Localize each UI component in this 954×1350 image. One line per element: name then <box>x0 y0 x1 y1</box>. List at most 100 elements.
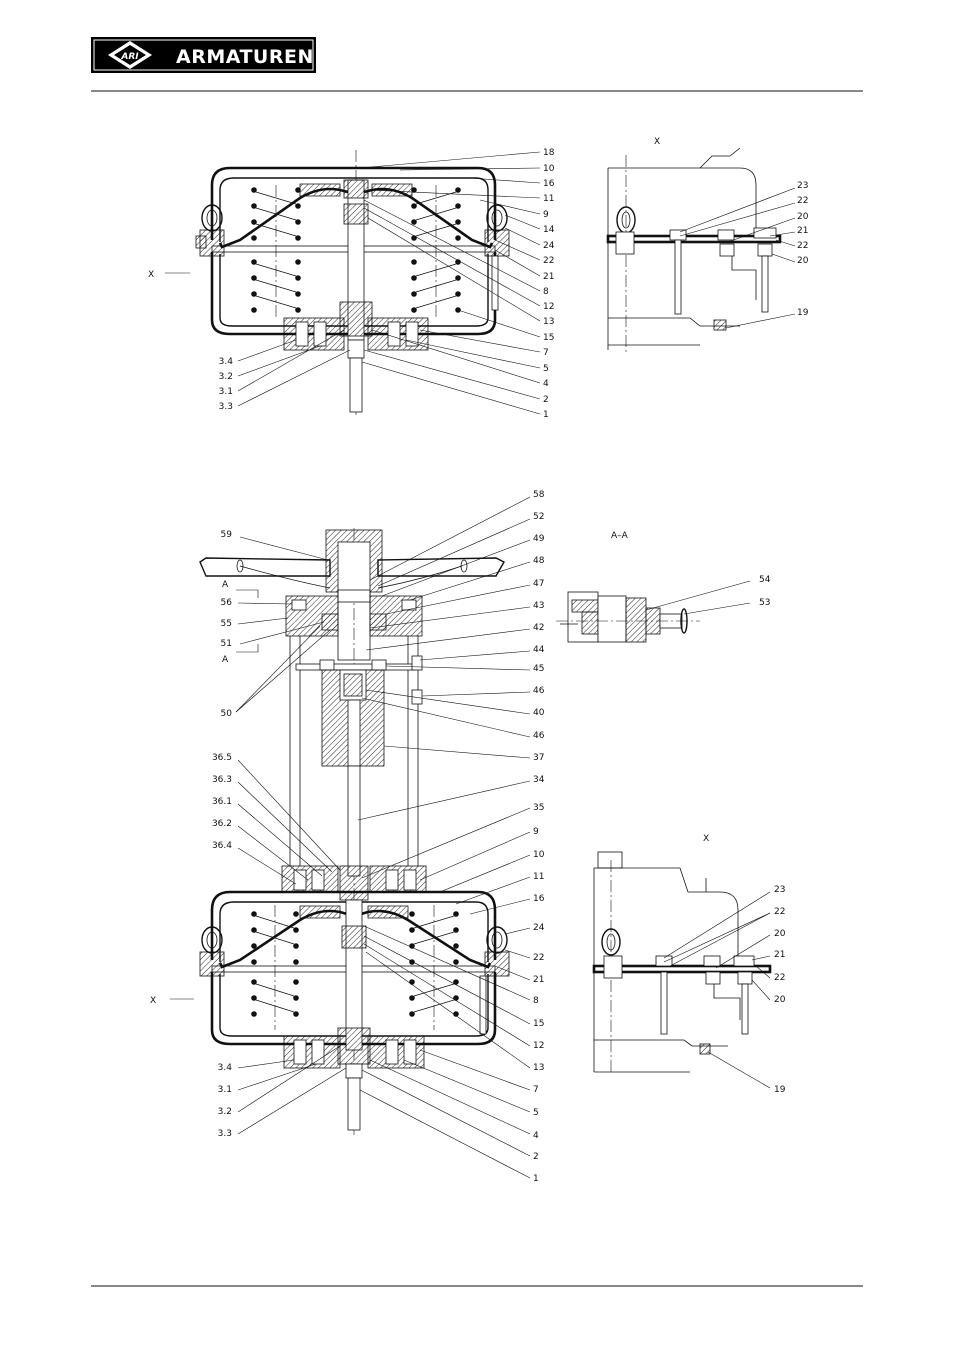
logo: ARI ARMATUREN <box>91 37 316 73</box>
bottom-left-callout-13: 3.2 <box>218 1107 232 1117</box>
section-cut-bottom: A <box>222 655 229 665</box>
detail-bottom-callout-5: 22 <box>774 973 785 983</box>
bottom-callout-2: 52 <box>533 512 544 522</box>
detail-bottom-callout-1: 23 <box>774 885 785 895</box>
labels-bottom-right: 5852494847434244454640463734359101116242… <box>533 490 545 1184</box>
detail-bottom-callout-6: 20 <box>774 995 786 1005</box>
springs-left <box>251 185 301 320</box>
top-callout-17: 2 <box>543 395 549 405</box>
top-callout-7: 24 <box>543 241 555 251</box>
bottom-callout-4: 48 <box>533 556 545 566</box>
springs-bottom-left <box>251 905 299 1030</box>
logo-mark: ARI <box>120 52 139 62</box>
bottom-callout-28: 5 <box>533 1108 539 1118</box>
bottom-callout-8: 44 <box>533 645 545 655</box>
detail-top-callout-2: 22 <box>797 196 808 206</box>
detail-x-top: X 23 22 20 21 22 20 19 <box>608 137 809 355</box>
section-marker-bottom: X <box>150 996 156 1006</box>
bottom-callout-12: 46 <box>533 731 545 741</box>
detail-top-callout-7: 19 <box>797 308 809 318</box>
bottom-callout-31: 1 <box>533 1174 539 1184</box>
bottom-callout-10: 46 <box>533 686 545 696</box>
bottom-left-callout-6: 36.5 <box>212 753 232 763</box>
bottom-callout-16: 9 <box>533 827 539 837</box>
top-left-callout-3: 3.1 <box>219 387 233 397</box>
top-callout-12: 13 <box>543 317 554 327</box>
bottom-callout-6: 43 <box>533 601 544 611</box>
bottom-left-callout-10: 36.4 <box>212 841 232 851</box>
detail-x-bottom: X 23 22 20 21 22 20 19 <box>594 834 786 1095</box>
detail-top-title: X <box>654 137 660 147</box>
top-left-callout-2: 3.2 <box>219 372 233 382</box>
section-marker-top: X <box>148 270 154 280</box>
top-callout-15: 5 <box>543 364 549 374</box>
top-callout-1: 18 <box>543 148 555 158</box>
top-callout-8: 22 <box>543 256 554 266</box>
detail-top-callout-6: 20 <box>797 256 809 266</box>
bottom-callout-22: 21 <box>533 975 544 985</box>
detail-bottom-callout-3: 20 <box>774 929 786 939</box>
bottom-left-callout-3: 55 <box>221 619 232 629</box>
bottom-callout-13: 37 <box>533 753 544 763</box>
bottom-callout-27: 7 <box>533 1085 539 1095</box>
bottom-left-callout-2: 56 <box>221 598 233 608</box>
section-cut-top: A <box>222 580 229 590</box>
top-left-callout-4: 3.3 <box>219 402 233 412</box>
top-callout-16: 4 <box>543 379 549 389</box>
section-a-a: A–A 54 53 <box>556 531 771 642</box>
bottom-left-callout-14: 3.3 <box>218 1129 232 1139</box>
labels-bottom-left: 595655515036.536.336.136.236.43.43.13.23… <box>212 530 232 1139</box>
logo-text: ARMATUREN <box>176 46 314 68</box>
bottom-callout-15: 35 <box>533 803 544 813</box>
adapter-plate <box>282 866 426 900</box>
bottom-callout-30: 2 <box>533 1152 539 1162</box>
bottom-callout-25: 12 <box>533 1041 544 1051</box>
bottom-callout-20: 24 <box>533 923 545 933</box>
bottom-left-callout-12: 3.1 <box>218 1085 232 1095</box>
top-callout-14: 7 <box>543 348 549 358</box>
top-callout-6: 14 <box>543 225 555 235</box>
actuator-bottom-view: X A A <box>150 497 530 1178</box>
bottom-left-callout-11: 3.4 <box>218 1063 233 1073</box>
bottom-left-callout-1: 59 <box>221 530 233 540</box>
bottom-callout-17: 10 <box>533 850 545 860</box>
detail-top-callout-4: 21 <box>797 226 808 236</box>
section-aa-callout-2: 53 <box>759 598 770 608</box>
bottom-callout-11: 40 <box>533 708 545 718</box>
springs-bottom-right <box>409 905 459 1030</box>
bottom-callout-14: 34 <box>533 775 545 785</box>
bottom-callout-3: 49 <box>533 534 545 544</box>
labels-top-left: 3.4 3.2 3.1 3.3 <box>219 357 234 412</box>
detail-bottom-callout-4: 21 <box>774 950 785 960</box>
detail-bottom-callout-2: 22 <box>774 907 785 917</box>
bottom-callout-1: 58 <box>533 490 545 500</box>
top-callout-10: 8 <box>543 287 549 297</box>
bottom-left-callout-4: 51 <box>221 639 232 649</box>
bottom-left-callout-8: 36.1 <box>212 797 232 807</box>
detail-bottom-callout-7: 19 <box>774 1085 786 1095</box>
actuator-top-view: X <box>148 150 540 415</box>
top-callout-3: 16 <box>543 179 555 189</box>
detail-top-callout-1: 23 <box>797 181 808 191</box>
top-callout-18: 1 <box>543 410 549 420</box>
top-left-callout-1: 3.4 <box>219 357 234 367</box>
detail-top-callout-5: 22 <box>797 241 808 251</box>
bottom-callout-23: 8 <box>533 996 539 1006</box>
bottom-callout-21: 22 <box>533 953 544 963</box>
bottom-callout-19: 16 <box>533 894 545 904</box>
detail-top-callout-3: 20 <box>797 212 809 222</box>
top-callout-13: 15 <box>543 333 554 343</box>
top-callout-11: 12 <box>543 302 554 312</box>
bottom-callout-5: 47 <box>533 579 544 589</box>
bottom-callout-26: 13 <box>533 1063 544 1073</box>
top-callout-9: 21 <box>543 272 554 282</box>
springs-right <box>411 185 461 320</box>
bottom-left-callout-7: 36.3 <box>212 775 232 785</box>
section-aa-callout-1: 54 <box>759 575 771 585</box>
bottom-callout-9: 45 <box>533 664 544 674</box>
bottom-left-callout-9: 36.2 <box>212 819 232 829</box>
detail-bottom-title: X <box>703 834 709 844</box>
